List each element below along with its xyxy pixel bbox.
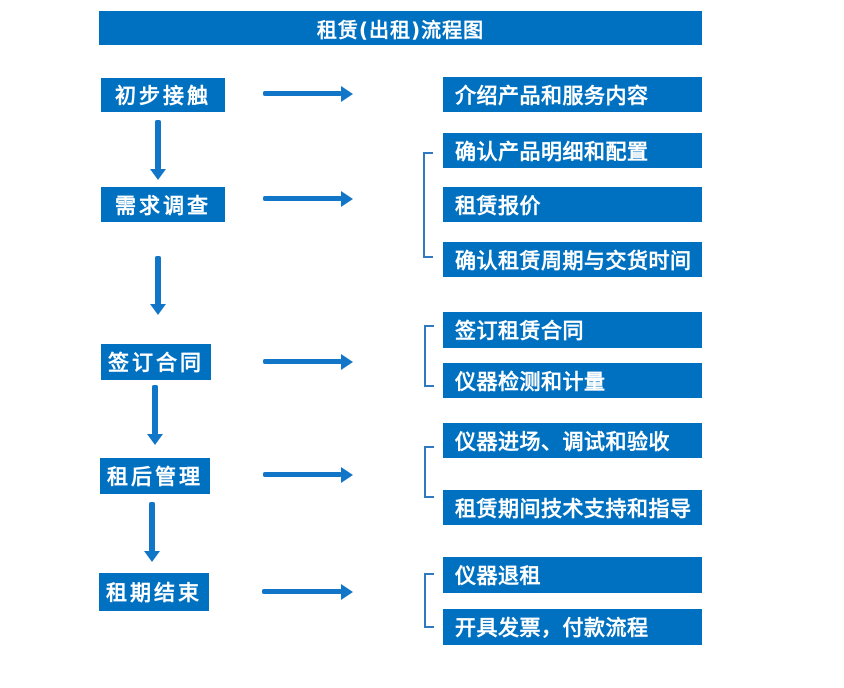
arrow-right-icon xyxy=(263,354,353,370)
detail-box-instrument-return: 仪器退租 xyxy=(443,557,702,593)
detail-box-introduce-products: 介绍产品和服务内容 xyxy=(443,77,702,112)
arrow-down-icon xyxy=(150,256,166,315)
group-bracket xyxy=(424,446,434,498)
arrow-right-icon xyxy=(263,86,353,102)
group-bracket xyxy=(424,325,434,387)
detail-box-instrument-entry-acceptance: 仪器进场、调试和验收 xyxy=(443,423,702,458)
step-box-post-rental-management: 租后管理 xyxy=(100,458,210,494)
step-box-demand-survey: 需求调查 xyxy=(101,187,225,222)
detail-box-confirm-product-config: 确认产品明细和配置 xyxy=(443,133,702,168)
arrow-down-icon xyxy=(144,502,160,562)
group-bracket xyxy=(423,152,433,258)
detail-box-rental-quote: 租赁报价 xyxy=(443,187,702,222)
arrow-right-icon xyxy=(263,467,353,483)
arrow-right-icon xyxy=(263,191,353,207)
step-box-rental-end: 租期结束 xyxy=(99,573,209,611)
detail-box-invoice-payment: 开具发票，付款流程 xyxy=(443,609,702,645)
detail-box-sign-rental-contract: 签订租赁合同 xyxy=(443,312,702,348)
arrow-down-icon xyxy=(147,385,163,445)
detail-box-technical-support: 租赁期间技术支持和指导 xyxy=(443,490,702,525)
step-box-sign-contract: 签订合同 xyxy=(101,344,211,380)
detail-box-confirm-period-delivery: 确认租赁周期与交货时间 xyxy=(443,242,702,277)
step-box-initial-contact: 初步接触 xyxy=(101,78,225,112)
arrow-right-icon xyxy=(262,584,353,600)
group-bracket xyxy=(424,573,434,628)
arrow-down-icon xyxy=(150,120,166,180)
detail-box-instrument-testing: 仪器检测和计量 xyxy=(443,363,702,398)
diagram-title: 租赁(出租)流程图 xyxy=(99,11,702,45)
